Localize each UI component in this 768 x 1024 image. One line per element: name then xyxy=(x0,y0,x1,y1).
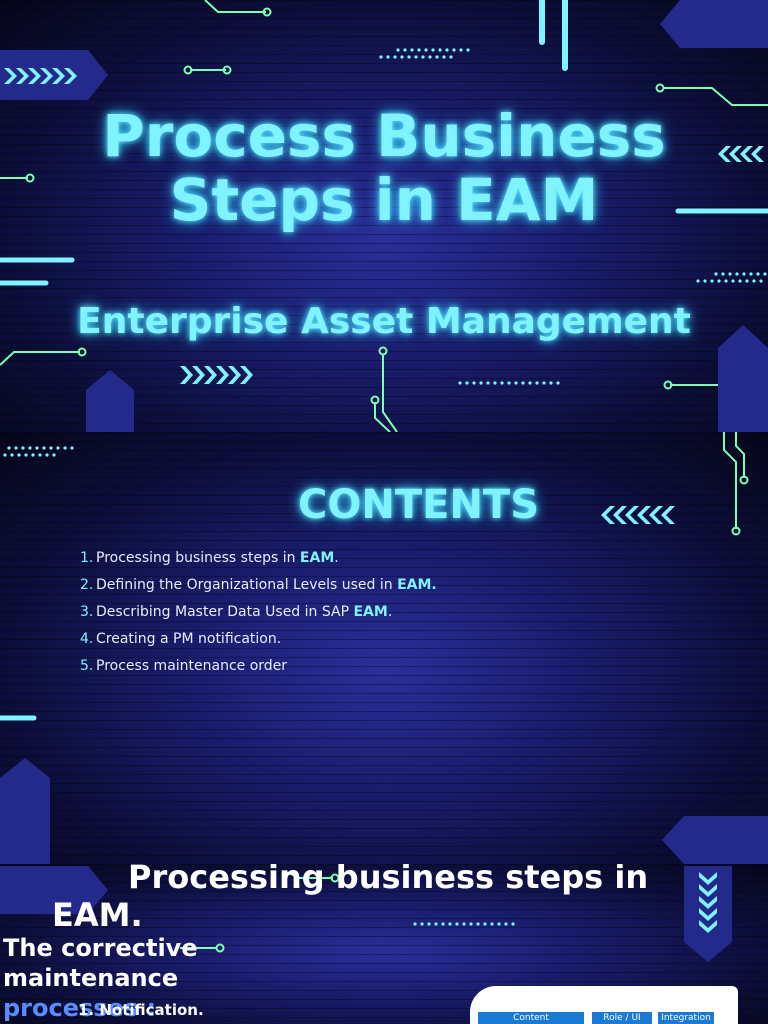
item-number: 5. xyxy=(80,658,94,674)
list-item: 4.Creating a PM notification. xyxy=(80,631,281,647)
circuit-lines-icon xyxy=(0,0,768,432)
chevron-left-icon xyxy=(601,506,675,524)
banner-shape xyxy=(660,0,768,48)
house-shape xyxy=(0,758,50,864)
item-suffix: . xyxy=(387,604,393,620)
item-suffix: . xyxy=(334,550,339,566)
list-item: 1.Processing business steps in EAM. xyxy=(80,550,339,566)
chevron-left-icon xyxy=(718,146,764,162)
table-header: Content xyxy=(478,1012,584,1024)
title-line: Steps in EAM xyxy=(169,166,599,234)
item-highlight: EAM xyxy=(299,550,335,566)
process-table: Content Role / UI Integration xyxy=(470,986,738,1024)
banner-shape xyxy=(684,866,732,962)
table-header: Integration xyxy=(658,1012,714,1024)
contents-heading: CONTENTS xyxy=(298,482,540,528)
body-line: maintenance xyxy=(3,964,179,992)
slide1-decorations xyxy=(0,0,768,432)
list-item: 5.Process maintenance order xyxy=(80,658,287,674)
dot-pattern-icon xyxy=(413,922,515,926)
item-number: 1. xyxy=(80,550,94,566)
item-number: 2. xyxy=(80,577,94,593)
dot-pattern-icon xyxy=(379,48,767,385)
slide3-decorations xyxy=(0,866,732,962)
slide-title: Process Business Steps in EAM xyxy=(0,104,768,232)
item-highlight: EAM. xyxy=(397,577,437,593)
item-text: Defining the Organizational Levels used … xyxy=(96,577,398,593)
item-number: 4. xyxy=(80,631,94,647)
chevron-arrows-icon xyxy=(180,366,253,384)
table-header: Role / UI xyxy=(592,1012,652,1024)
house-shape xyxy=(718,325,768,432)
circuit-lines-icon xyxy=(681,432,768,848)
body-line: The corrective xyxy=(3,934,198,962)
item-number: 3. xyxy=(80,604,94,620)
contents-slide: CONTENTS 1.Processing business steps in … xyxy=(0,432,768,864)
circuit-lines-icon xyxy=(180,871,340,953)
body-line: processes : xyxy=(3,994,157,1022)
house-shape xyxy=(86,370,134,432)
banner-shape xyxy=(0,50,108,100)
item-text: Describing Master Data Used in SAP xyxy=(96,604,354,620)
list-item: 3.Describing Master Data Used in SAP EAM… xyxy=(80,604,392,620)
item-text: Creating a PM notification. xyxy=(96,631,282,647)
title-slide: Process Business Steps in EAM Enterprise… xyxy=(0,0,768,432)
item-text: Processing business steps in xyxy=(96,550,300,566)
slide3-overlap-text: 1. Notification. xyxy=(78,1001,204,1019)
dot-pattern-icon xyxy=(3,446,74,457)
banner-shape xyxy=(0,866,108,914)
item-text: Process maintenance order xyxy=(96,658,288,674)
slide3-title: Processing business steps in xyxy=(128,864,649,896)
list-item: 2.Defining the Organizational Levels use… xyxy=(80,577,437,593)
slide3-body: The corrective maintenance processes : xyxy=(3,933,198,1023)
chevron-down-icon xyxy=(699,872,717,933)
processing-slide: Processing business steps in EAM. The co… xyxy=(0,864,768,1024)
banner-shape xyxy=(662,816,768,864)
title-line: Process Business xyxy=(102,102,666,170)
slide2-decorations xyxy=(0,432,768,864)
chevron-arrows-icon xyxy=(4,68,77,84)
item-highlight: EAM xyxy=(353,604,388,620)
slide3-title-cont: EAM. xyxy=(52,896,143,934)
slide-subtitle: Enterprise Asset Management xyxy=(77,301,691,342)
